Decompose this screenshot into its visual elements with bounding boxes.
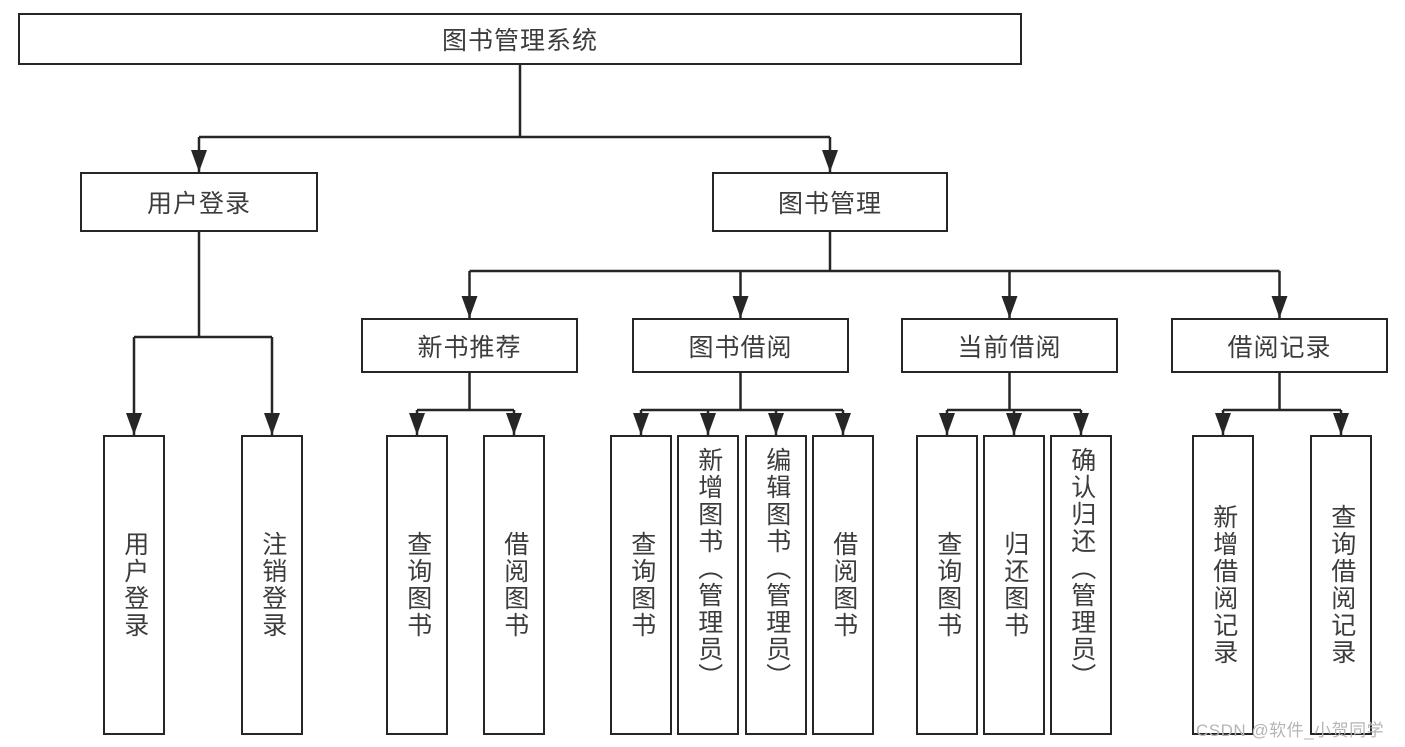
arrow-head-icon bbox=[822, 150, 838, 172]
node-label: 新增借阅记录 bbox=[1209, 504, 1238, 666]
node-label: 借阅图书 bbox=[500, 531, 529, 639]
node-leaf-addrec: 新增借阅记录 bbox=[1192, 435, 1254, 735]
node-label: 归还图书 bbox=[1000, 531, 1029, 639]
node-root: 图书管理系统 bbox=[18, 13, 1022, 65]
node-current: 当前借阅 bbox=[901, 318, 1118, 373]
node-label: 查询图书 bbox=[403, 531, 432, 639]
node-leaf-q3: 查询图书 bbox=[916, 435, 978, 735]
node-label: 查询图书 bbox=[627, 531, 656, 639]
node-label: 图书借阅 bbox=[688, 333, 793, 362]
node-label: 借阅图书 bbox=[829, 531, 858, 639]
node-leaf-b1: 借阅图书 bbox=[483, 435, 545, 735]
node-bookmgmt: 图书管理 bbox=[712, 172, 948, 232]
arrow-head-icon bbox=[461, 296, 478, 318]
node-records: 借阅记录 bbox=[1171, 318, 1388, 373]
node-borrow: 图书借阅 bbox=[632, 318, 849, 373]
arrow-head-icon bbox=[939, 413, 955, 435]
node-login: 用户登录 bbox=[80, 172, 318, 232]
node-leaf-qrec: 查询借阅记录 bbox=[1310, 435, 1372, 735]
arrow-head-icon bbox=[1073, 413, 1089, 435]
node-label: 图书管理 bbox=[777, 190, 882, 218]
arrow-head-icon bbox=[700, 413, 716, 435]
node-leaf-conf: 确认归还（管理员） bbox=[1050, 435, 1112, 735]
arrow-head-icon bbox=[1006, 413, 1022, 435]
node-label: 用户登录 bbox=[146, 190, 251, 218]
node-label: 确认归还（管理员） bbox=[1067, 447, 1096, 690]
node-label: 注销登录 bbox=[258, 531, 287, 639]
node-label: 当前借阅 bbox=[957, 333, 1062, 362]
arrow-head-icon bbox=[768, 413, 784, 435]
node-label: 查询借阅记录 bbox=[1327, 504, 1356, 666]
node-label: 查询图书 bbox=[933, 531, 962, 639]
node-label: 借阅记录 bbox=[1227, 333, 1332, 362]
node-leaf-q1: 查询图书 bbox=[386, 435, 448, 735]
arrow-head-icon bbox=[506, 413, 522, 435]
node-newbook: 新书推荐 bbox=[361, 318, 578, 373]
node-label: 新书推荐 bbox=[417, 333, 522, 362]
node-leaf-login: 用户登录 bbox=[103, 435, 165, 735]
arrow-head-icon bbox=[1333, 413, 1349, 435]
arrow-head-icon bbox=[1215, 413, 1231, 435]
node-leaf-logout: 注销登录 bbox=[241, 435, 303, 735]
node-leaf-edit: 编辑图书（管理员） bbox=[745, 435, 807, 735]
arrow-head-icon bbox=[835, 413, 851, 435]
csdn-watermark: CSDN @软件_小贺同学 bbox=[1196, 721, 1385, 740]
arrow-head-icon bbox=[409, 413, 425, 435]
arrow-head-icon bbox=[264, 413, 280, 435]
node-leaf-b2: 借阅图书 bbox=[812, 435, 874, 735]
arrow-head-icon bbox=[732, 296, 749, 318]
node-label: 用户登录 bbox=[120, 531, 149, 639]
arrow-head-icon bbox=[126, 413, 142, 435]
node-label: 新增图书（管理员） bbox=[694, 447, 723, 690]
node-leaf-ret: 归还图书 bbox=[983, 435, 1045, 735]
node-label: 编辑图书（管理员） bbox=[762, 447, 791, 690]
node-leaf-q2: 查询图书 bbox=[610, 435, 672, 735]
node-leaf-add: 新增图书（管理员） bbox=[677, 435, 739, 735]
arrow-head-icon bbox=[191, 150, 207, 172]
arrow-head-icon bbox=[1271, 296, 1288, 318]
arrow-head-icon bbox=[1001, 296, 1018, 318]
node-label: 图书管理系统 bbox=[441, 27, 598, 55]
arrow-head-icon bbox=[633, 413, 649, 435]
